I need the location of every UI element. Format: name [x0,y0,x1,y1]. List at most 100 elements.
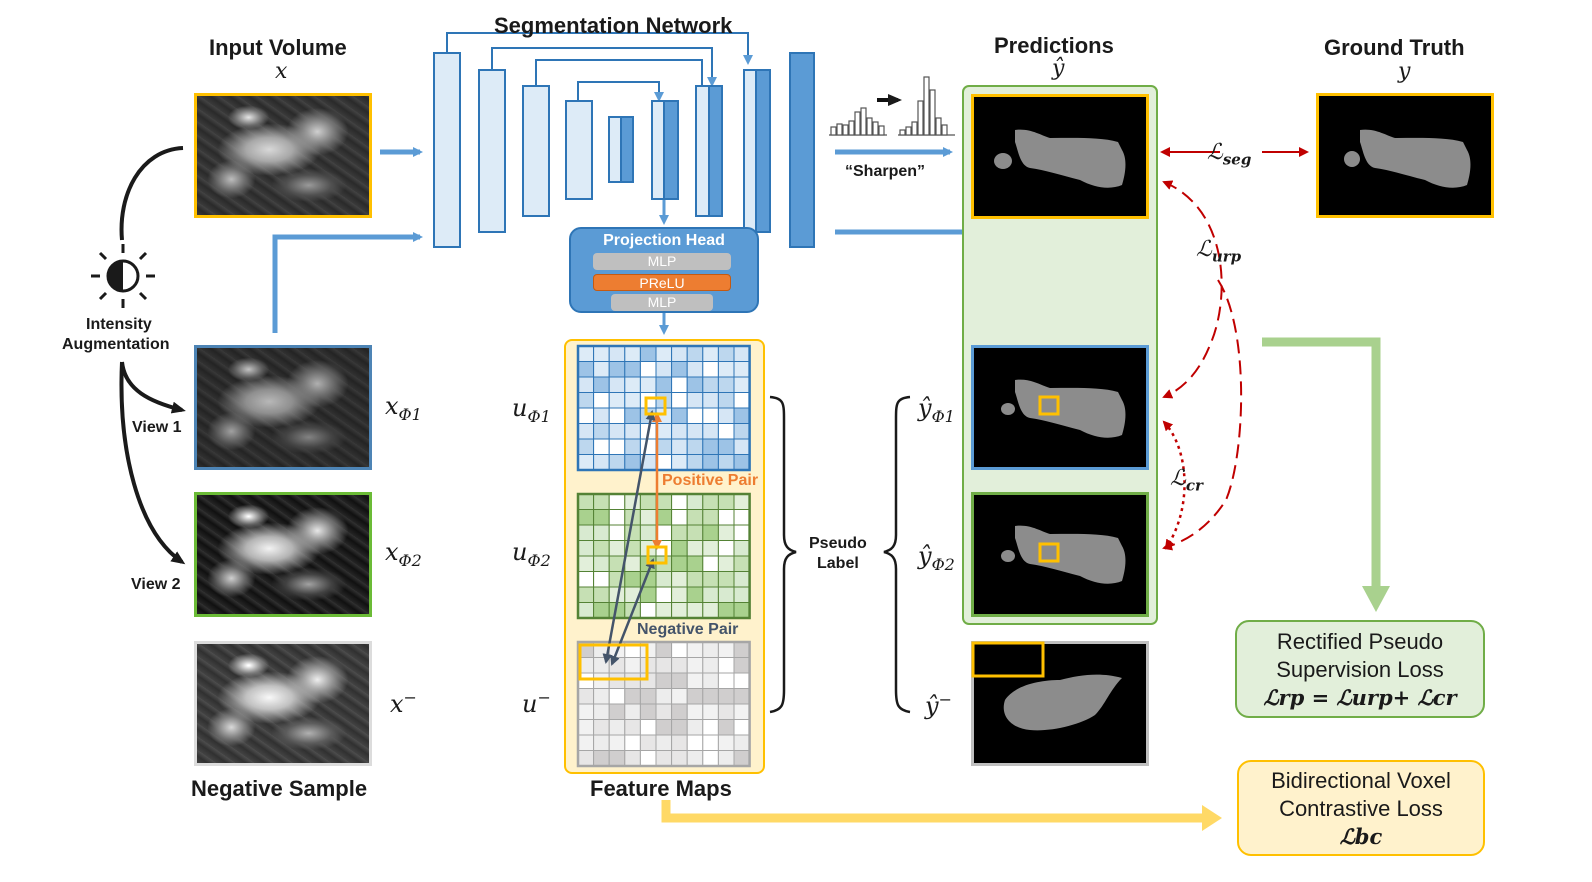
view1-image [194,345,372,470]
feature-cell [702,602,719,619]
feature-cell [717,493,735,510]
feature-cell [671,438,688,455]
feature-cell [733,555,751,572]
bottleneck-block-fill [620,116,634,183]
feature-cell [624,392,641,409]
feature-cell [717,407,735,424]
feature-cell [624,657,641,674]
feature-cell [577,555,595,572]
y-phi2-symbol: ŷΦ2 [918,542,955,574]
feature-cell [671,657,688,674]
feature-cell [686,586,704,603]
feature-cell [577,509,595,526]
feature-cell [733,734,751,751]
feature-cell [686,407,704,424]
feature-cell [733,657,751,674]
feature-cell [702,493,719,510]
projection-head-title: Projection Head [603,232,725,249]
feature-cell [593,719,610,736]
feature-cell [608,493,626,510]
feature-cell [655,454,673,471]
feature-cell [671,672,688,689]
feature-cell [717,672,735,689]
feature-cell [686,376,704,393]
feature-cell [671,641,688,658]
feature-cell [717,345,735,362]
feature-cell [655,438,673,455]
feature-cell [702,454,719,471]
view1-label: View 1 [132,419,182,436]
x-phi1-symbol: xΦ1 [385,392,422,424]
decoder-block-2-fill [708,85,723,217]
feature-cell [733,540,751,557]
feature-cell [655,493,673,510]
skip-connections [446,32,753,102]
feature-grid-neg [576,640,751,768]
segmentation-network [433,52,815,248]
feature-cell [717,509,735,526]
feature-cell [686,509,704,526]
x-phi2-symbol: xΦ2 [385,538,422,570]
bc-loss-formula: ℒbc [1339,824,1383,849]
pair-arrows [602,410,662,666]
feature-cell [624,524,641,541]
u-phi1-symbol: uΦ1 [512,394,551,426]
feature-cell [702,586,719,603]
feature-maps-title: Feature Maps [590,776,732,801]
feature-cell [686,524,704,541]
feature-cell [702,719,719,736]
feature-cell [639,719,657,736]
view2-label: View 2 [131,576,181,593]
feature-cell [717,688,735,705]
pseudo-label-braces [769,395,911,714]
feature-cell [624,734,641,751]
feature-cell [733,423,751,440]
feature-cell [671,586,688,603]
feature-cell [593,345,610,362]
feature-cell [686,602,704,619]
y-neg-symbol: ŷ− [925,690,952,720]
feature-cell [655,345,673,362]
feature-cell [733,571,751,588]
loss-arrows [1160,147,1309,551]
feature-cell [608,524,626,541]
feature-cell [717,719,735,736]
feature-cell [593,555,610,572]
feature-cell [671,509,688,526]
feature-cell [655,672,673,689]
seg-network-title: Segmentation Network [494,13,733,38]
feature-cell [624,454,641,471]
sharpen-label: “Sharpen” [845,163,926,180]
feature-cell [686,392,704,409]
feature-cell [686,361,704,378]
feature-cell [608,734,626,751]
feature-cell [593,361,610,378]
feature-cell [624,376,641,393]
ground-truth-title: Ground Truth [1324,35,1465,60]
feature-cell [671,376,688,393]
feature-cell [671,571,688,588]
feature-cell [702,376,719,393]
feature-cell [733,438,751,455]
feature-cell [702,555,719,572]
feature-grid-border [576,492,751,620]
rp-loss-box: Rectified Pseudo Supervision Loss ℒrp = … [1235,620,1485,718]
view2-image [194,492,372,617]
feature-cell [577,345,595,362]
feature-cell [593,392,610,409]
feature-cell [671,493,688,510]
feature-cell [624,555,641,572]
feature-cell [686,688,704,705]
feature-cell [608,454,626,471]
prediction-image [971,94,1149,219]
feature-cell [733,719,751,736]
feature-cell [624,688,641,705]
feature-cell [733,493,751,510]
feature-cell [733,524,751,541]
feature-cell [608,509,626,526]
feature-cell [671,734,688,751]
negative-sample-title: Negative Sample [191,776,368,801]
feature-cell [686,734,704,751]
feature-cell [671,407,688,424]
input-volume-title: Input Volume [209,35,347,60]
